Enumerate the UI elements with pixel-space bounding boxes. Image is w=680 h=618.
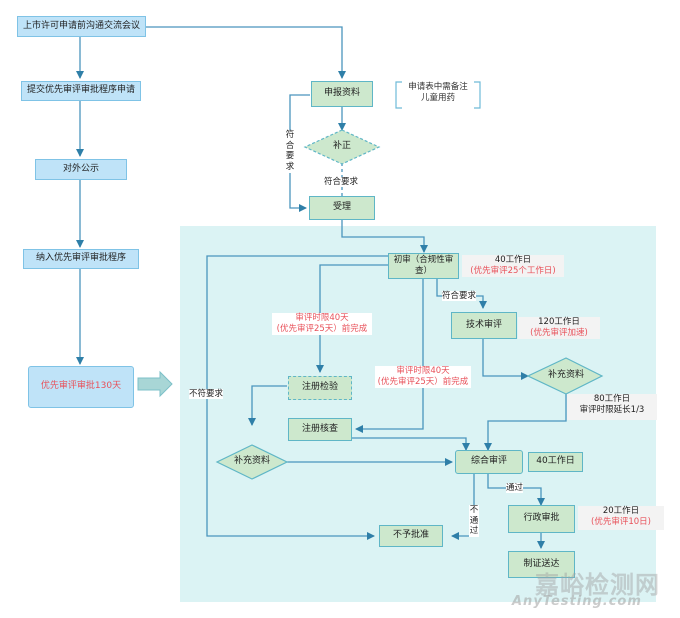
accept-label: 受理 [332, 202, 351, 213]
supplement-right-node[interactable]: 补充资料 [540, 370, 592, 382]
supplement-right-label: 补充资料 [547, 370, 584, 381]
verification-node[interactable]: 注册核查 [288, 418, 352, 441]
correction-label: 补正 [332, 141, 351, 152]
admin-approval-node[interactable]: 行政审批 [508, 505, 575, 533]
admin-approval-label: 行政审批 [523, 513, 560, 524]
initial-review-node[interactable]: 初审（合规性审查） [388, 253, 459, 279]
inspection-label: 注册检验 [301, 382, 338, 393]
fail-label: 不通过 [469, 505, 479, 537]
arrow-initial-to-verification [355, 278, 424, 433]
supplement-left-node[interactable]: 补充资料 [226, 456, 278, 468]
admin-priority: (优先审评10日) [591, 517, 651, 528]
arrow-inspection-to-supplement [248, 385, 287, 426]
submit-priority-node[interactable]: 提交优先审评审批程序申请 [21, 81, 141, 101]
note-line-2: 儿童用药 [420, 93, 455, 104]
watermark-en: AnyTesting.com [512, 594, 642, 609]
arrow-accept-to-initial [341, 220, 428, 253]
pass-label: 通过 [506, 483, 524, 494]
verification-limit-note: 审评时限40天 (优先审评25天）前完成 [375, 366, 471, 388]
comprehensive-time: 40工作日 [536, 456, 575, 467]
pre-meeting-label: 上市许可申请前沟通交流会议 [22, 20, 140, 31]
accept-node[interactable]: 受理 [309, 196, 375, 220]
arrow-verification-to-comprehensive [352, 437, 470, 451]
initial-priority: (优先审评25个工作日) [470, 266, 556, 277]
technical-review-node[interactable]: 技术审评 [451, 312, 517, 339]
priority-130-label: 优先审评审批130天 [40, 381, 122, 392]
materials-label: 申报资料 [323, 88, 360, 99]
children-medicine-note: 申请表中需备注 儿童用药 [398, 82, 478, 108]
watermark-cn: 嘉峪检测网 [535, 571, 660, 599]
comprehensive-label: 综合审评 [470, 456, 507, 467]
materials-node[interactable]: 申报资料 [311, 81, 373, 107]
priority-130-node[interactable]: 优先审评审批130天 [28, 366, 134, 408]
arrow-meeting-to-materials [146, 26, 346, 79]
initial-review-label: 初审（合规性审查） [393, 254, 454, 276]
submit-priority-label: 提交优先审评审批程序申请 [26, 85, 135, 96]
include-priority-label: 纳入优先审评审批程序 [35, 253, 126, 264]
certificate-label: 制证送达 [523, 558, 560, 569]
include-priority-node[interactable]: 纳入优先审评审批程序 [23, 249, 139, 269]
supplement-extend: 审评时限延长1/3 [579, 405, 645, 416]
comprehensive-node[interactable]: 综合审评 [455, 450, 523, 474]
publicity-label: 对外公示 [62, 163, 99, 174]
technical-time-note: 120工作日 (优先审评加速) [518, 317, 600, 339]
certificate-node[interactable]: 制证送达 [508, 551, 575, 578]
note-bracket-right [474, 81, 481, 109]
pre-meeting-node[interactable]: 上市许可申请前沟通交流会议 [17, 16, 146, 37]
admin-time: 20工作日 [602, 506, 640, 516]
inspection-limit-priority: (优先审评25天）前完成 [276, 324, 368, 335]
priority-arrow [137, 370, 173, 398]
verification-limit-priority: (优先审评25天）前完成 [377, 377, 469, 388]
publicity-node[interactable]: 对外公示 [35, 159, 127, 180]
reject-label: 不予批准 [392, 530, 429, 541]
verification-label: 注册核查 [301, 423, 338, 434]
supplement-time: 80工作日 [593, 394, 631, 404]
supplement-left-diamond [215, 444, 289, 480]
inspection-node[interactable]: 注册检验 [288, 376, 352, 400]
arrow-supplement-to-comprehensive [484, 393, 567, 451]
comprehensive-time-box: 40工作日 [528, 452, 583, 472]
supplement-right-diamond [526, 357, 604, 395]
ok-label-review: 符合要求 [442, 291, 477, 302]
technical-time: 120工作日 [538, 317, 580, 327]
verification-limit: 审评时限40天 [396, 366, 450, 376]
arrow-initial-to-inspection [316, 264, 388, 373]
inspection-limit-note: 审评时限40天 (优先审评25天）前完成 [272, 313, 372, 335]
reject-node[interactable]: 不予批准 [379, 525, 443, 547]
ok-vertical-label: 符合要求 [285, 130, 295, 173]
not-meet-label: 不符要求 [189, 389, 224, 400]
correction-diamond [303, 129, 381, 165]
initial-time: 40工作日 [494, 255, 532, 265]
note-line-1: 申请表中需备注 [408, 82, 468, 92]
arrow-technical-to-supplement [482, 339, 529, 380]
initial-time-note: 40工作日 (优先审评25个工作日) [462, 255, 564, 277]
supplement-left-label: 补充资料 [233, 456, 270, 467]
inspection-limit: 审评时限40天 [295, 313, 349, 323]
note-bracket-left [395, 81, 402, 109]
supplement-time-note: 80工作日 审评时限延长1/3 [567, 394, 657, 420]
technical-priority: (优先审评加速) [530, 328, 588, 339]
ok-label: 符合要求 [324, 177, 359, 188]
correction-node[interactable]: 补正 [320, 140, 364, 154]
admin-time-note: 20工作日 (优先审评10日) [578, 506, 664, 530]
technical-review-label: 技术审评 [465, 319, 502, 330]
